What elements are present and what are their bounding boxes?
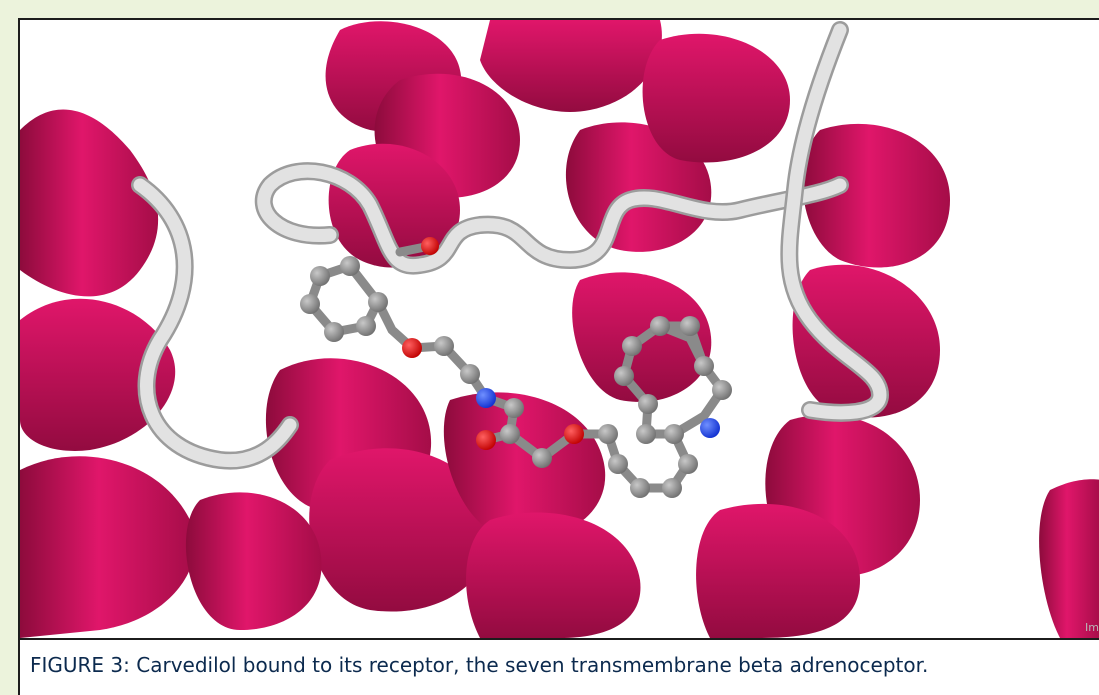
loop-tubes <box>131 21 890 470</box>
helix-ribbons <box>20 20 1099 638</box>
watermark-text: Im <box>1085 621 1099 634</box>
figure-caption: FIGURE 3: Carvedilol bound to its recept… <box>30 653 929 677</box>
protein-structure-image: Im <box>20 20 1099 638</box>
molecule-render <box>20 20 1099 638</box>
figure-frame: Im FIGURE 3: Carvedilol bound to its rec… <box>18 18 1099 695</box>
ligand-atoms <box>300 237 732 498</box>
caption-bar: FIGURE 3: Carvedilol bound to its recept… <box>20 638 1099 695</box>
